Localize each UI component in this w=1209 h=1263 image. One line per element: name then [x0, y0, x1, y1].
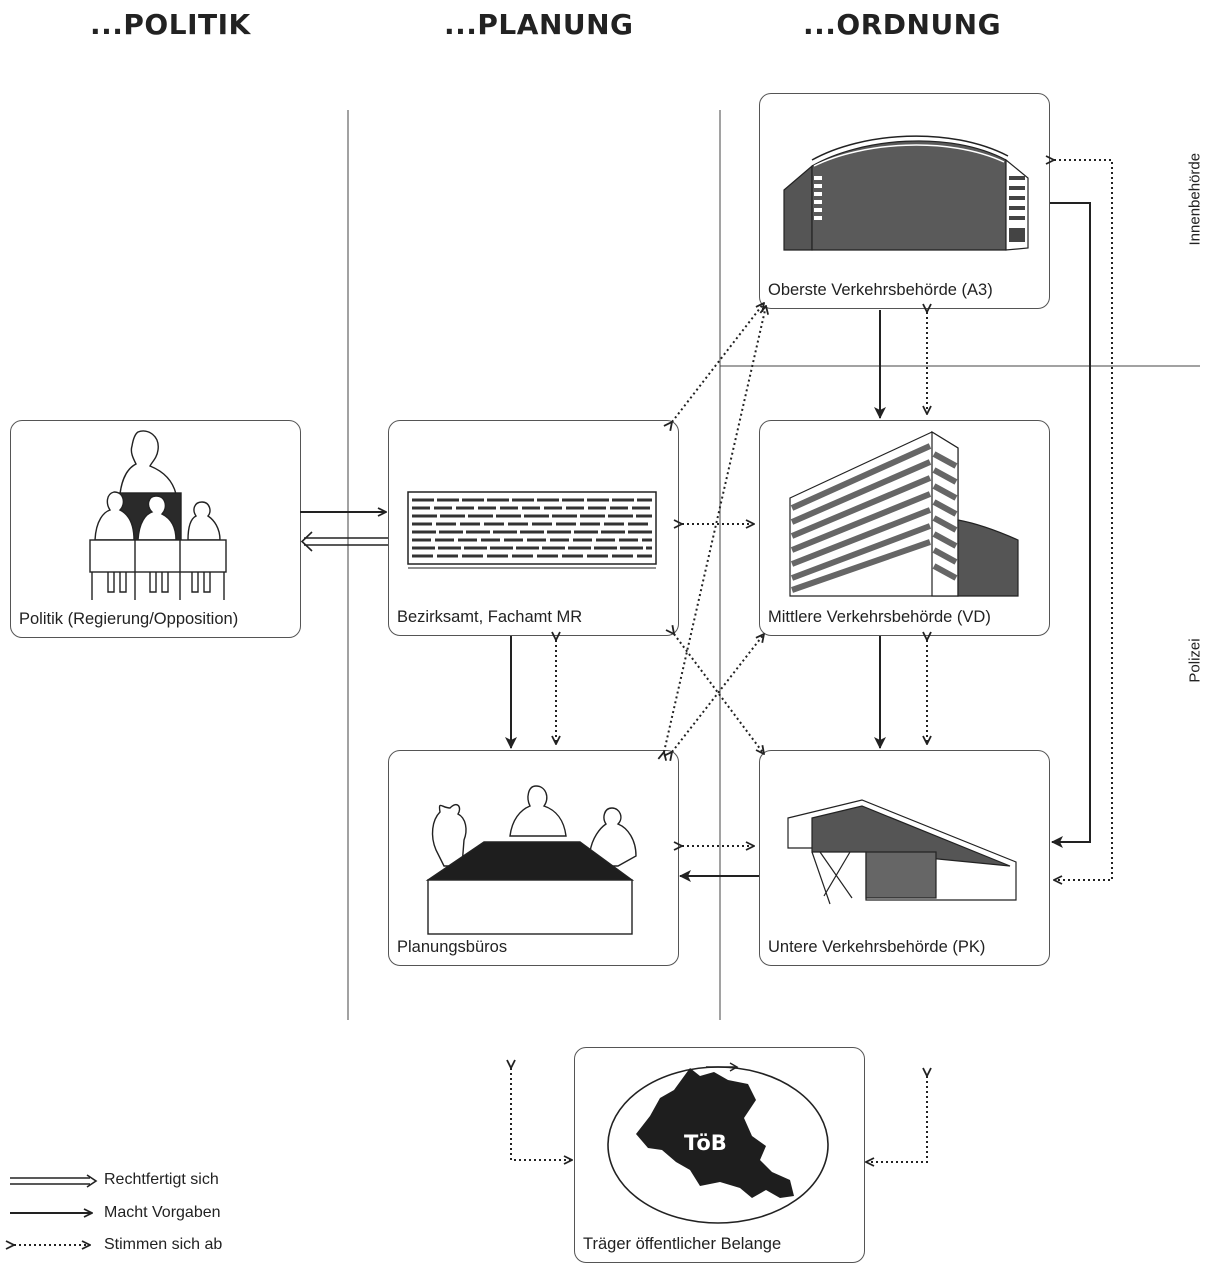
dotted-bezirksamt-oberste: [672, 303, 764, 422]
dotted-oberste-untere: [1054, 160, 1113, 880]
office-building-icon: [407, 491, 657, 569]
box-toeb-label: Träger öffentlicher Belange: [583, 1235, 782, 1253]
legend-justifies-label: Rechtfertigt sich: [104, 1171, 219, 1188]
box-politik-label: Politik (Regierung/Opposition): [19, 610, 239, 628]
box-untere-label: Untere Verkehrsbehörde (PK): [768, 938, 986, 956]
dotted-toeb-left: [511, 1068, 572, 1160]
police-building-icon: [787, 799, 1017, 905]
column-heading-politik: ...POLITIK: [90, 8, 251, 41]
double-arrow-bezirksamt-to-politik: [300, 531, 388, 552]
meeting-people-icon: [89, 430, 227, 600]
curved-building-icon: [783, 135, 1029, 251]
box-bezirksamt-label: Bezirksamt, Fachamt MR: [397, 608, 583, 626]
district-map-icon: [607, 1062, 829, 1224]
column-heading-planung: ...PLANUNG: [444, 8, 634, 41]
planners-at-table-icon: [425, 785, 637, 935]
legend-coordinates-label: Stimmen sich ab: [104, 1236, 223, 1253]
dotted-planung-oberste: [664, 306, 766, 752]
column-heading-ordnung: ...ORDNUNG: [803, 8, 1002, 41]
box-mittlere-label: Mittlere Verkehrsbehörde (VD): [768, 608, 991, 626]
box-oberste-label: Oberste Verkehrsbehörde (A3): [768, 281, 993, 299]
legend-justifies-line: [10, 1174, 98, 1188]
dotted-toeb-right: [866, 1076, 927, 1162]
toeb-badge: TöB: [684, 1131, 727, 1155]
highrise-building-icon: [789, 430, 1019, 597]
legend-prescribes-label: Macht Vorgaben: [104, 1204, 221, 1221]
box-planungsbueros-label: Planungsbüros: [397, 938, 508, 956]
dotted-bezirksamt-untere: [674, 634, 764, 754]
arrow-oberste-to-untere: [1050, 202, 1091, 848]
